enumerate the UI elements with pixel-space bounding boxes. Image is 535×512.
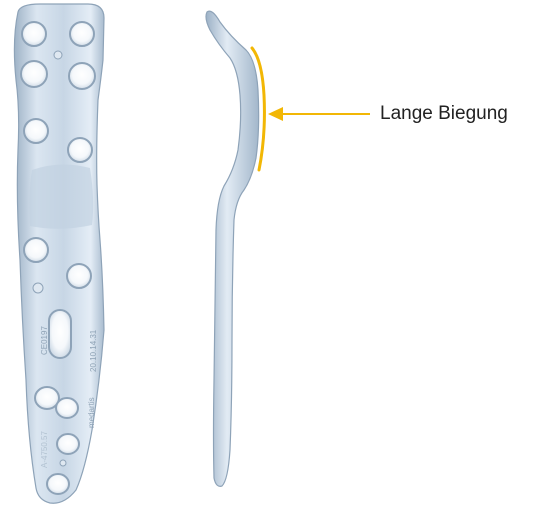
part-number-marking: 20.10.14.31 <box>89 330 98 372</box>
plate-front-recess <box>29 164 93 228</box>
screw-hole <box>24 238 48 262</box>
plate-front-view <box>14 4 104 503</box>
screw-hole <box>22 22 46 46</box>
arrow-head <box>268 107 283 121</box>
screw-hole <box>57 434 79 454</box>
plate-side-body <box>206 11 259 486</box>
lower-code-marking: A-4750.57 <box>40 431 49 468</box>
ce-marking: CE0197 <box>40 326 49 355</box>
annotation-label: Lange Biegung <box>380 103 508 125</box>
plate-side-view <box>206 11 264 486</box>
screw-hole <box>47 474 69 494</box>
screw-hole <box>69 63 95 89</box>
brand-marking: medartis <box>87 397 96 428</box>
small-hole <box>33 283 43 293</box>
small-hole <box>60 460 66 466</box>
screw-hole <box>68 138 92 162</box>
oblong-slot <box>49 310 71 358</box>
screw-hole <box>67 264 91 288</box>
screw-hole <box>70 22 94 46</box>
screw-hole <box>56 398 78 418</box>
annotation-arrow <box>268 107 370 121</box>
screw-hole <box>24 119 48 143</box>
small-hole <box>54 51 62 59</box>
screw-hole <box>21 61 47 87</box>
